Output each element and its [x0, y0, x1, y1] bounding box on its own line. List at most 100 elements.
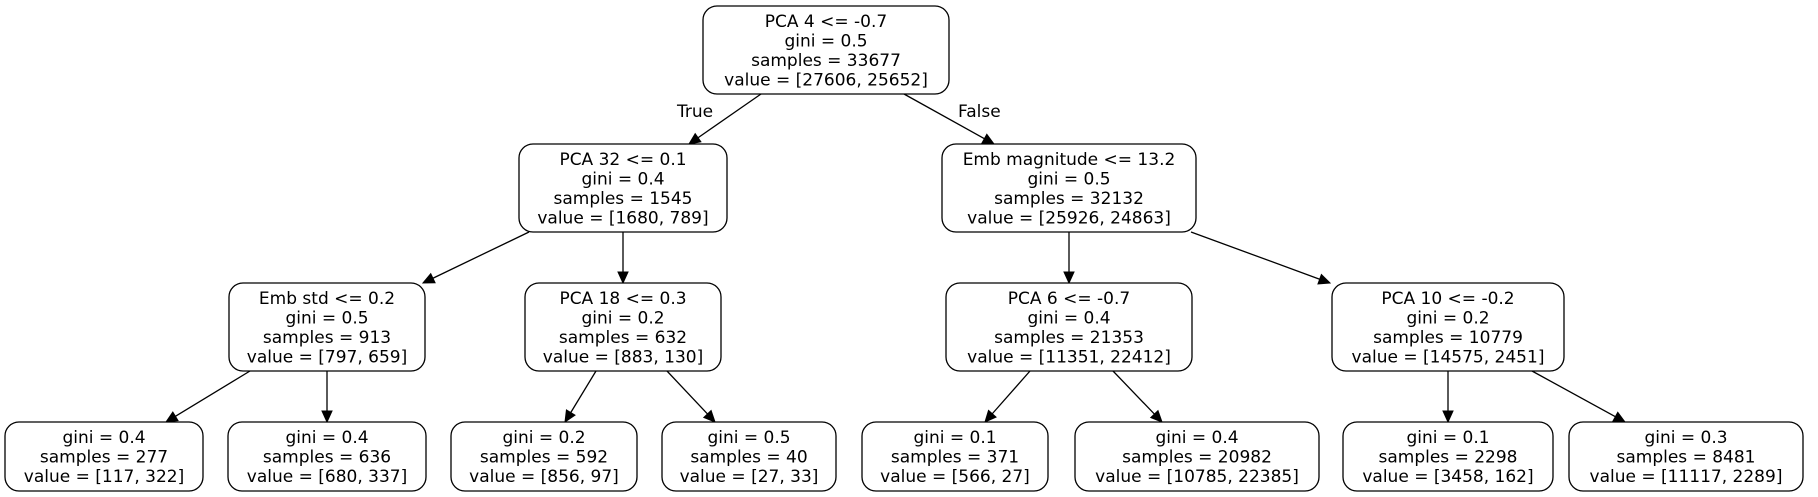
node-text-line: gini = 0.4 [581, 169, 664, 189]
arrowhead-icon [981, 133, 996, 145]
node-text-line: gini = 0.4 [285, 428, 368, 448]
edge-line [175, 370, 251, 417]
arrowhead-icon [1063, 271, 1075, 285]
node-text-line: PCA 6 <= -0.7 [1008, 289, 1130, 309]
node-text-line: samples = 8481 [1617, 448, 1756, 468]
node-text-line: value = [1680, 789] [537, 208, 708, 228]
node-text-line: value = [27606, 25652] [724, 70, 928, 90]
node-box [450, 421, 638, 492]
node-text-line: value = [27, 33] [680, 467, 819, 487]
node-box [1568, 421, 1804, 492]
node-text-line: PCA 18 <= 0.3 [559, 289, 686, 309]
arrowhead-icon [421, 272, 436, 284]
node-text-line: samples = 32132 [994, 189, 1144, 209]
node-text-line: gini = 0.4 [1155, 428, 1238, 448]
edge-line [1112, 370, 1155, 415]
node-text-line: gini = 0.2 [1406, 308, 1489, 328]
node-text-line: samples = 592 [480, 448, 608, 468]
node-text-line: gini = 0.4 [62, 428, 145, 448]
edge-line [432, 231, 530, 279]
node-text-line: value = [3458, 162] [1362, 467, 1533, 487]
node-text-line: gini = 0.5 [707, 428, 790, 448]
node-text-line: gini = 0.2 [581, 308, 664, 328]
node-text-line: value = [117, 322] [24, 467, 184, 487]
node-text-line: samples = 636 [263, 448, 391, 468]
node-text-line: samples = 371 [891, 448, 1019, 468]
arrowhead-icon [688, 132, 702, 145]
node-text-line: samples = 2298 [1379, 448, 1518, 468]
node-text-line: value = [14575, 2451] [1352, 347, 1545, 367]
node-text-line: samples = 277 [40, 448, 168, 468]
arrowhead-icon [617, 271, 629, 285]
node-text-line: Emb magnitude <= 13.2 [963, 150, 1176, 170]
node-text-line: samples = 21353 [994, 328, 1144, 348]
node-text-line: value = [797, 659] [247, 347, 407, 367]
node-box [1342, 421, 1554, 492]
arrowhead-icon [321, 410, 333, 424]
tree-edge [617, 232, 629, 285]
arrowhead-icon [984, 409, 997, 423]
node-text-line: samples = 33677 [751, 51, 901, 71]
tree-edge [1063, 232, 1075, 285]
arrowhead-icon [1612, 411, 1627, 423]
node-text-line: gini = 0.2 [502, 428, 585, 448]
tree-edge [164, 370, 251, 423]
node-box [227, 421, 427, 492]
edge-label: False [958, 102, 1001, 122]
node-text-line: gini = 0.5 [1027, 169, 1110, 189]
node-text-line: gini = 0.1 [1406, 428, 1489, 448]
node-text-line: value = [11351, 22412] [967, 347, 1171, 367]
node-text-line: gini = 0.5 [285, 308, 368, 328]
edge-line [991, 370, 1031, 415]
tree-edge [421, 231, 530, 284]
tree-edge: True [676, 93, 762, 145]
edge-line [903, 93, 985, 140]
tree-edge [1442, 371, 1454, 424]
node-text-line: samples = 1545 [554, 189, 693, 209]
node-text-line: samples = 40 [690, 448, 807, 468]
node-text-line: PCA 4 <= -0.7 [765, 12, 887, 32]
tree-edge [1112, 370, 1163, 423]
tree-edge [984, 370, 1031, 423]
arrowhead-icon [702, 409, 716, 423]
node-text-line: value = [566, 27] [880, 467, 1030, 487]
edge-line [1531, 370, 1616, 418]
node-box [702, 5, 950, 95]
edge-line [570, 370, 597, 413]
node-text-line: value = [883, 130] [543, 347, 703, 367]
node-text-line: value = [856, 97] [469, 467, 619, 487]
tree-edge [321, 371, 333, 424]
node-text-line: samples = 10779 [1373, 328, 1523, 348]
node-box [1331, 282, 1565, 372]
node-text-line: value = [680, 337] [247, 467, 407, 487]
tree-edge [1190, 231, 1332, 285]
tree-edge [1531, 370, 1627, 423]
node-text-line: PCA 10 <= -0.2 [1381, 289, 1514, 309]
node-box [518, 143, 728, 233]
node-text-line: gini = 0.4 [1027, 308, 1110, 328]
node-box [4, 421, 204, 492]
tree-edge [564, 370, 597, 424]
edge-line [1190, 231, 1320, 280]
arrowhead-icon [1442, 410, 1454, 424]
node-text-line: samples = 913 [263, 328, 391, 348]
node-text-line: gini = 0.1 [913, 428, 996, 448]
node-text-line: gini = 0.3 [1644, 428, 1727, 448]
edge-label: True [676, 102, 713, 122]
node-text-line: value = [25926, 24863] [967, 208, 1171, 228]
node-text-line: Emb std <= 0.2 [259, 289, 395, 309]
node-text-line: value = [11117, 2289] [1590, 467, 1783, 487]
